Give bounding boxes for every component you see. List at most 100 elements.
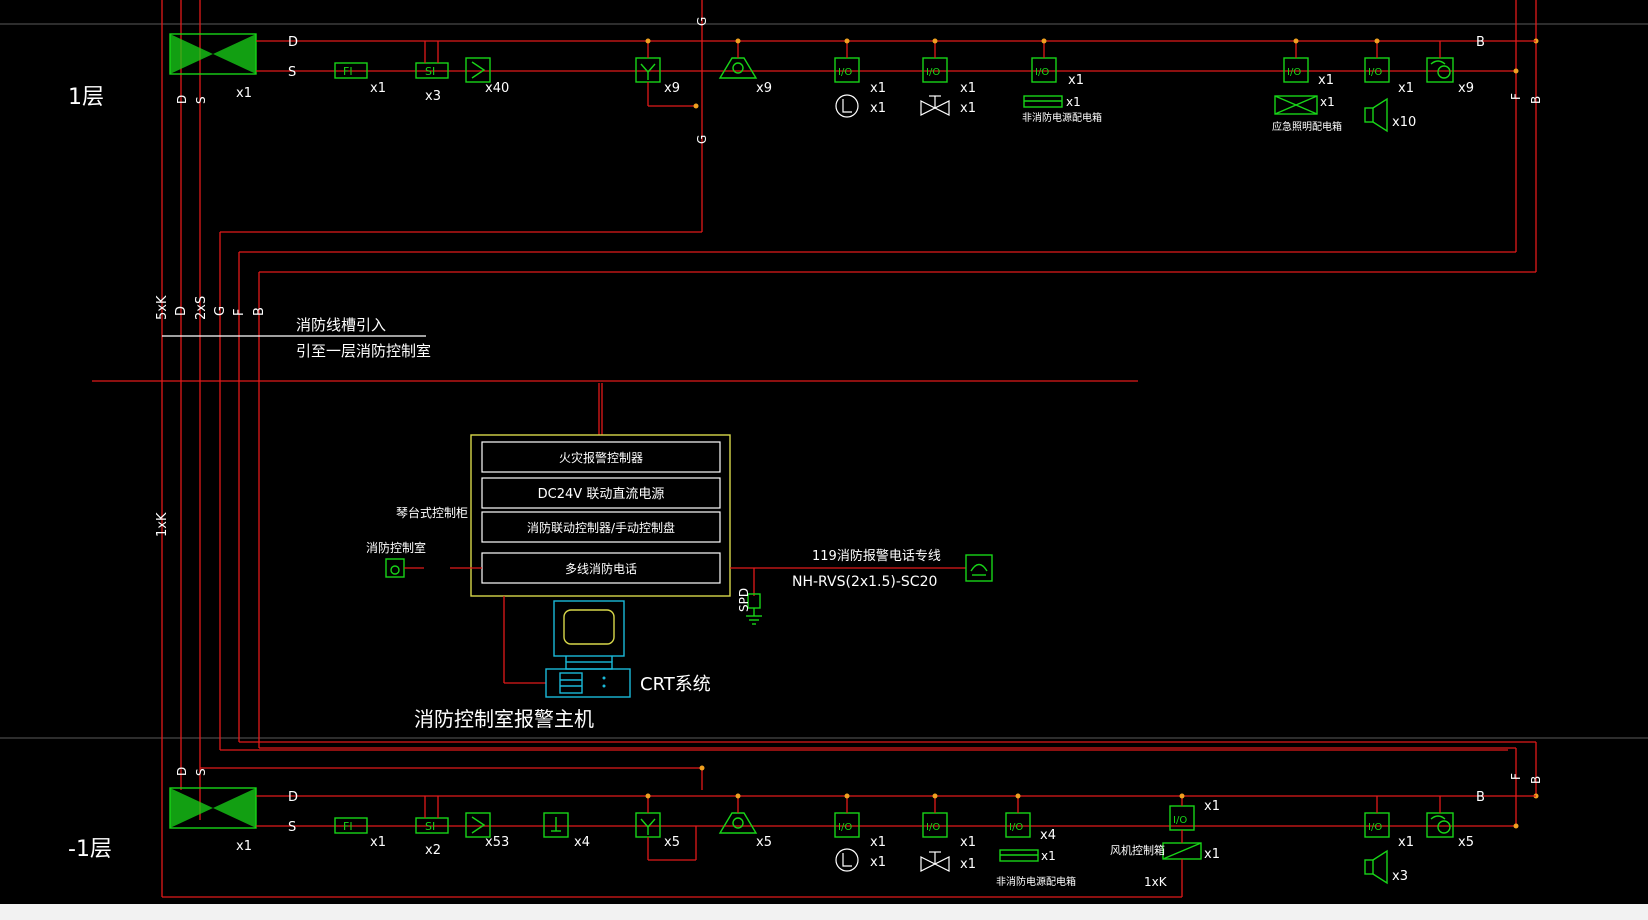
svg-text:S: S	[288, 65, 296, 80]
svg-text:x4: x4	[574, 835, 590, 850]
svg-text:FI: FI	[343, 820, 353, 833]
svg-text:x1: x1	[1320, 95, 1335, 109]
svg-text:D: D	[175, 95, 189, 104]
fan-control-box-icon	[1162, 842, 1202, 860]
svg-text:SI: SI	[425, 65, 435, 78]
svg-text:x1: x1	[960, 857, 976, 872]
fire-telephone-icon	[1426, 57, 1454, 83]
si-module-icon	[415, 62, 449, 79]
spd-icon	[746, 568, 762, 625]
external-phone-icon	[965, 554, 993, 582]
svg-text:x1: x1	[870, 101, 886, 116]
bus-label-1xk: 1xK	[155, 512, 170, 537]
floor-label-upper: 1层	[68, 85, 104, 110]
cable-spec-label: NH-RVS(2x1.5)-SC20	[792, 574, 937, 590]
svg-text:F: F	[1509, 93, 1523, 100]
svg-text:1xK: 1xK	[1144, 875, 1168, 889]
si-module-icon	[415, 817, 449, 834]
svg-text:x1: x1	[1318, 73, 1334, 88]
svg-text:SI: SI	[425, 820, 435, 833]
manual-alarm-icon	[718, 812, 758, 834]
svg-text:x9: x9	[1458, 81, 1474, 96]
svg-text:x1: x1	[1066, 95, 1081, 109]
fire-telephone-icon	[1426, 812, 1454, 838]
svg-text:x1: x1	[236, 86, 252, 101]
bus-label-g: G	[213, 306, 228, 316]
host-row-multiline-phone: 多线消防电话	[565, 561, 637, 576]
svg-text:x1: x1	[1398, 81, 1414, 96]
svg-text:x3: x3	[1392, 869, 1408, 884]
crt-label: CRT系统	[640, 674, 711, 695]
svg-text:I/O: I/O	[838, 67, 852, 78]
floor-label-lower: -1层	[68, 837, 112, 862]
fan-icon	[835, 94, 859, 118]
svg-text:x4: x4	[1040, 828, 1056, 843]
host-row-fire-alarm-controller: 火灾报警控制器	[559, 450, 643, 465]
valve-icon	[920, 95, 950, 116]
svg-text:x1: x1	[236, 839, 252, 854]
svg-text:I/O: I/O	[838, 822, 852, 833]
svg-text:x3: x3	[425, 89, 441, 104]
bus-label-2xs: 2xS	[194, 296, 209, 320]
fan-icon	[835, 848, 859, 872]
svg-text:非消防电源配电箱: 非消防电源配电箱	[996, 875, 1076, 888]
bus-label-b: B	[252, 307, 267, 316]
svg-text:x1: x1	[1204, 847, 1220, 862]
svg-text:x40: x40	[485, 81, 509, 96]
smoke-detector-icon	[465, 57, 491, 83]
host-row-linkage-controller: 消防联动控制器/手动控制盘	[527, 520, 675, 535]
svg-text:FI: FI	[343, 65, 353, 78]
svg-text:I/O: I/O	[926, 67, 940, 78]
svg-text:x5: x5	[664, 835, 680, 850]
svg-text:x1: x1	[370, 835, 386, 850]
svg-text:x9: x9	[756, 81, 772, 96]
speaker-icon	[1364, 849, 1388, 885]
crt-computer-icon	[545, 600, 631, 698]
svg-text:引至一层消防控制室: 引至一层消防控制室	[296, 342, 431, 360]
svg-text:x9: x9	[664, 81, 680, 96]
svg-text:I/O: I/O	[1173, 815, 1187, 826]
svg-text:D: D	[288, 790, 298, 805]
line-119-label: 119消防报警电话专线	[812, 548, 941, 564]
control-room-label: 消防控制室	[366, 540, 426, 555]
svg-text:S: S	[194, 96, 208, 104]
svg-text:B: B	[1529, 776, 1543, 784]
svg-text:风机控制箱: 风机控制箱	[1110, 843, 1165, 857]
svg-text:G: G	[695, 17, 709, 26]
fi-module-icon	[334, 62, 368, 79]
svg-text:x1: x1	[1041, 849, 1056, 863]
svg-text:D: D	[288, 35, 298, 50]
svg-text:B: B	[1529, 96, 1543, 104]
temperature-detector-icon	[543, 812, 569, 838]
svg-text:x1: x1	[960, 101, 976, 116]
svg-text:I/O: I/O	[1287, 67, 1301, 78]
svg-text:x1: x1	[870, 835, 886, 850]
svg-text:I/O: I/O	[926, 822, 940, 833]
svg-text:B: B	[1476, 790, 1485, 805]
svg-text:x5: x5	[1458, 835, 1474, 850]
speaker-icon	[1364, 97, 1388, 133]
status-bar	[0, 904, 1648, 920]
bus-label-f: F	[232, 309, 247, 316]
svg-text:I/O: I/O	[1368, 822, 1382, 833]
control-room-phone-icon	[385, 558, 405, 578]
svg-text:x5: x5	[756, 835, 772, 850]
loop-controller-icon	[169, 787, 257, 829]
distribution-box-icon	[999, 849, 1039, 862]
hydrant-button-icon	[635, 57, 661, 83]
bus-label-5xk: 5xK	[155, 295, 170, 320]
host-title: 消防控制室报警主机	[414, 707, 594, 731]
fi-module-icon	[334, 817, 368, 834]
svg-text:D: D	[175, 767, 189, 776]
svg-text:S: S	[288, 820, 296, 835]
svg-text:x1: x1	[1398, 835, 1414, 850]
svg-text:x1: x1	[870, 855, 886, 870]
svg-text:x1: x1	[1204, 799, 1220, 814]
svg-text:S: S	[194, 768, 208, 776]
svg-text:x1: x1	[960, 81, 976, 96]
svg-text:x10: x10	[1392, 115, 1416, 130]
svg-text:I/O: I/O	[1009, 822, 1023, 833]
distribution-box-icon	[1023, 95, 1063, 108]
smoke-detector-icon	[465, 812, 491, 838]
emergency-lighting-box-icon	[1274, 95, 1318, 115]
